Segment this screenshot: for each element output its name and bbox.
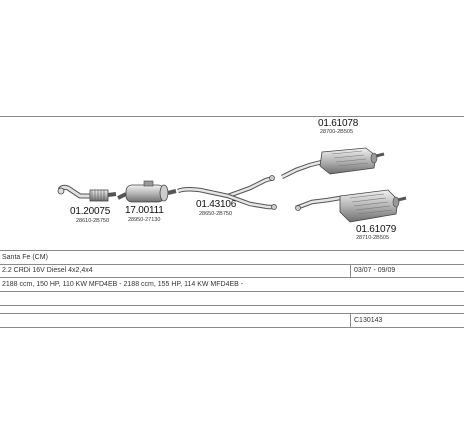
engine-description: 2.2 CRDi 16V Diesel 4x2,4x4 — [2, 267, 93, 274]
part-number-label: 17.00111 — [125, 205, 164, 216]
part-number-label: 01.20075 — [70, 206, 111, 217]
table-bottom-border — [0, 327, 464, 328]
exhaust-system-diagram — [57, 147, 407, 223]
catalyst-part — [117, 180, 177, 203]
part-number-label: 01.61079 — [356, 224, 397, 235]
vehicle-model: Santa Fe (CM) — [2, 254, 48, 261]
table-column-divider — [350, 313, 351, 327]
lower-rear-silencer-part — [295, 189, 407, 223]
table-column-divider — [350, 264, 351, 277]
upper-rear-silencer-part — [280, 147, 385, 180]
table-row-divider — [0, 277, 464, 278]
part-oem-label: 28710-2B505 — [356, 235, 390, 241]
part-oem-label: 28650-2B750 — [199, 211, 233, 217]
front-pipe-part — [57, 184, 117, 202]
table-row-divider — [0, 264, 464, 265]
table-row-divider — [0, 291, 464, 292]
table-row-divider — [0, 250, 464, 251]
table-row-divider — [0, 313, 464, 314]
system-code: C130143 — [354, 317, 383, 324]
table-top-border — [0, 116, 464, 117]
part-oem-label: 28610-2B750 — [76, 218, 110, 224]
part-number-label: 01.43106 — [196, 199, 237, 210]
engine-spec: 2188 ccm, 150 HP, 110 KW MFD4EB - 2188 c… — [2, 281, 244, 288]
center-y-pipe-part — [177, 175, 277, 210]
production-years: 03/07 - 09/09 — [354, 267, 396, 274]
part-oem-label: 28950-27130 — [128, 217, 161, 223]
part-number-label: 01.61078 — [318, 118, 359, 129]
table-row-divider — [0, 305, 464, 306]
part-oem-label: 28700-2B505 — [320, 129, 354, 135]
